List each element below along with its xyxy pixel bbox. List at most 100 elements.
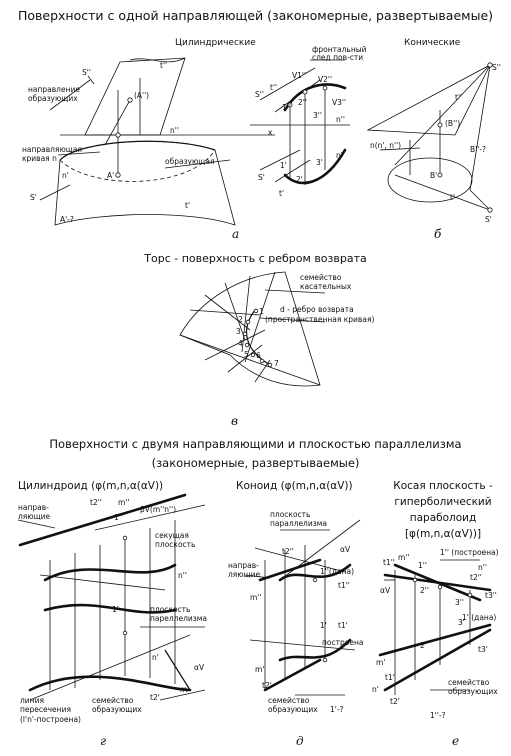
mid-v3: V3'' <box>332 98 346 107</box>
v-fam2: касательных <box>300 282 352 291</box>
v-fam1: семейство <box>300 273 342 282</box>
e-l19: образующих <box>448 687 498 696</box>
e-l20: 1''-? <box>430 711 446 720</box>
d-l7: m'' <box>250 593 261 602</box>
pt-2 <box>302 89 308 95</box>
mid-s1: S' <box>258 173 265 182</box>
caption-e: е <box>452 734 459 748</box>
d-alpha-line <box>279 519 361 581</box>
mid-x: x <box>268 128 273 137</box>
point-a1 <box>115 172 121 178</box>
tp-1 <box>253 308 259 314</box>
mid-v1: V1'' <box>292 71 306 80</box>
panel-b-drawing <box>366 62 493 213</box>
d-l11: построена <box>322 638 363 647</box>
v-n2: 2 <box>238 315 243 324</box>
tick-mark <box>87 75 95 85</box>
title-conical: Конические <box>404 38 461 48</box>
e-l8: t2'' <box>470 573 482 582</box>
curve-t-top <box>129 57 186 63</box>
e-l9: t3'' <box>485 591 497 600</box>
leader-napr <box>57 151 101 156</box>
e-n2 <box>393 563 482 602</box>
e-n1 <box>383 628 492 692</box>
g-l13: n' <box>152 653 159 662</box>
tp-7 <box>267 362 273 368</box>
e-l16: n' <box>372 685 379 694</box>
d-l5: t2'' <box>282 547 294 556</box>
alpha-v <box>164 649 191 691</box>
e-l17: t2' <box>390 697 400 706</box>
e-p1 <box>412 577 418 583</box>
title-hyper-1: Косая плоскость - <box>393 480 493 492</box>
tan-1 <box>189 309 261 316</box>
d-l1: параллелизма <box>270 519 327 528</box>
beta-plane <box>94 504 206 531</box>
d-l0: плоскость <box>270 510 310 519</box>
caption-b: б <box>434 227 442 241</box>
gen-3 <box>394 174 491 211</box>
a-napr-kr2: кривая n <box>22 154 57 163</box>
g-l16: (l'n'-построена) <box>20 715 81 724</box>
g-l5: βV(m''n'') <box>140 505 176 514</box>
a-a1: A' <box>107 171 114 180</box>
panel-a-epure <box>250 59 350 185</box>
a-napr2: образующих <box>28 94 78 103</box>
point-a3 <box>115 132 121 138</box>
g-l3: m'' <box>118 498 129 507</box>
g-l10: плоскость <box>150 605 190 614</box>
d-p1 <box>312 577 318 583</box>
directrix-m1 <box>28 675 192 692</box>
g-l17: семейство <box>92 696 134 705</box>
b-n: n(n', n'') <box>370 141 401 150</box>
title-cylindroid: Цилиндроид (φ(m,n,α(αV)) <box>18 480 164 492</box>
e-l1: t1'' <box>383 558 395 567</box>
a-napr-kr1: направляющая <box>22 145 82 154</box>
mid-front2: след пов-сти <box>312 53 363 62</box>
e-l11: 1' (дана) <box>462 613 496 622</box>
line-s2 <box>259 67 316 101</box>
e-l7: 3'' <box>455 598 464 607</box>
v-n5: 5 <box>244 350 249 359</box>
caption-v: в <box>231 414 238 428</box>
g-l7: плоскость <box>155 540 195 549</box>
b-t2: t'' <box>455 93 462 102</box>
g-p1 <box>122 535 128 541</box>
cone-base <box>387 157 473 203</box>
g-l18: образующих <box>92 705 142 714</box>
e-l18: семейство <box>448 678 490 687</box>
leader-d <box>259 317 326 323</box>
generatrix-1 <box>104 99 131 146</box>
tan-4 <box>241 275 251 353</box>
v-n1: 1 <box>259 307 264 316</box>
tan-7 <box>227 344 263 373</box>
e-l15: t1' <box>385 673 395 682</box>
caption-a: а <box>232 227 239 241</box>
pt-b2 <box>437 122 443 128</box>
b-s1: S' <box>485 215 492 224</box>
d-l15: образующих <box>268 705 318 714</box>
e-l6: 2'' <box>420 586 429 595</box>
d-l14: семейство <box>268 696 310 705</box>
mid-t1: t' <box>279 189 284 198</box>
gen-2 <box>469 64 491 191</box>
v-n7: 7 <box>274 359 279 368</box>
cylinder-body <box>54 140 236 226</box>
v-d2: (пространственная кривая) <box>265 315 374 324</box>
panel-d-drawing <box>244 519 361 696</box>
g-l0: направ- <box>18 503 49 512</box>
s-prime-arrow <box>39 184 71 201</box>
tan-5 <box>244 271 276 363</box>
mid-11: 1' <box>280 161 287 170</box>
mid-21: 2' <box>296 175 303 184</box>
title-two-directrix-1: Поверхности с двумя направляющими и плос… <box>49 437 462 451</box>
d-m1 <box>263 658 322 692</box>
d-l12: m' <box>255 665 264 674</box>
v-n6: 6 <box>256 351 261 360</box>
mid-12: 1'' <box>282 103 291 112</box>
leader-napr-g <box>17 519 56 529</box>
tan-3 <box>224 282 246 341</box>
d-l3: направ- <box>228 561 259 570</box>
alpha-line <box>159 689 206 701</box>
